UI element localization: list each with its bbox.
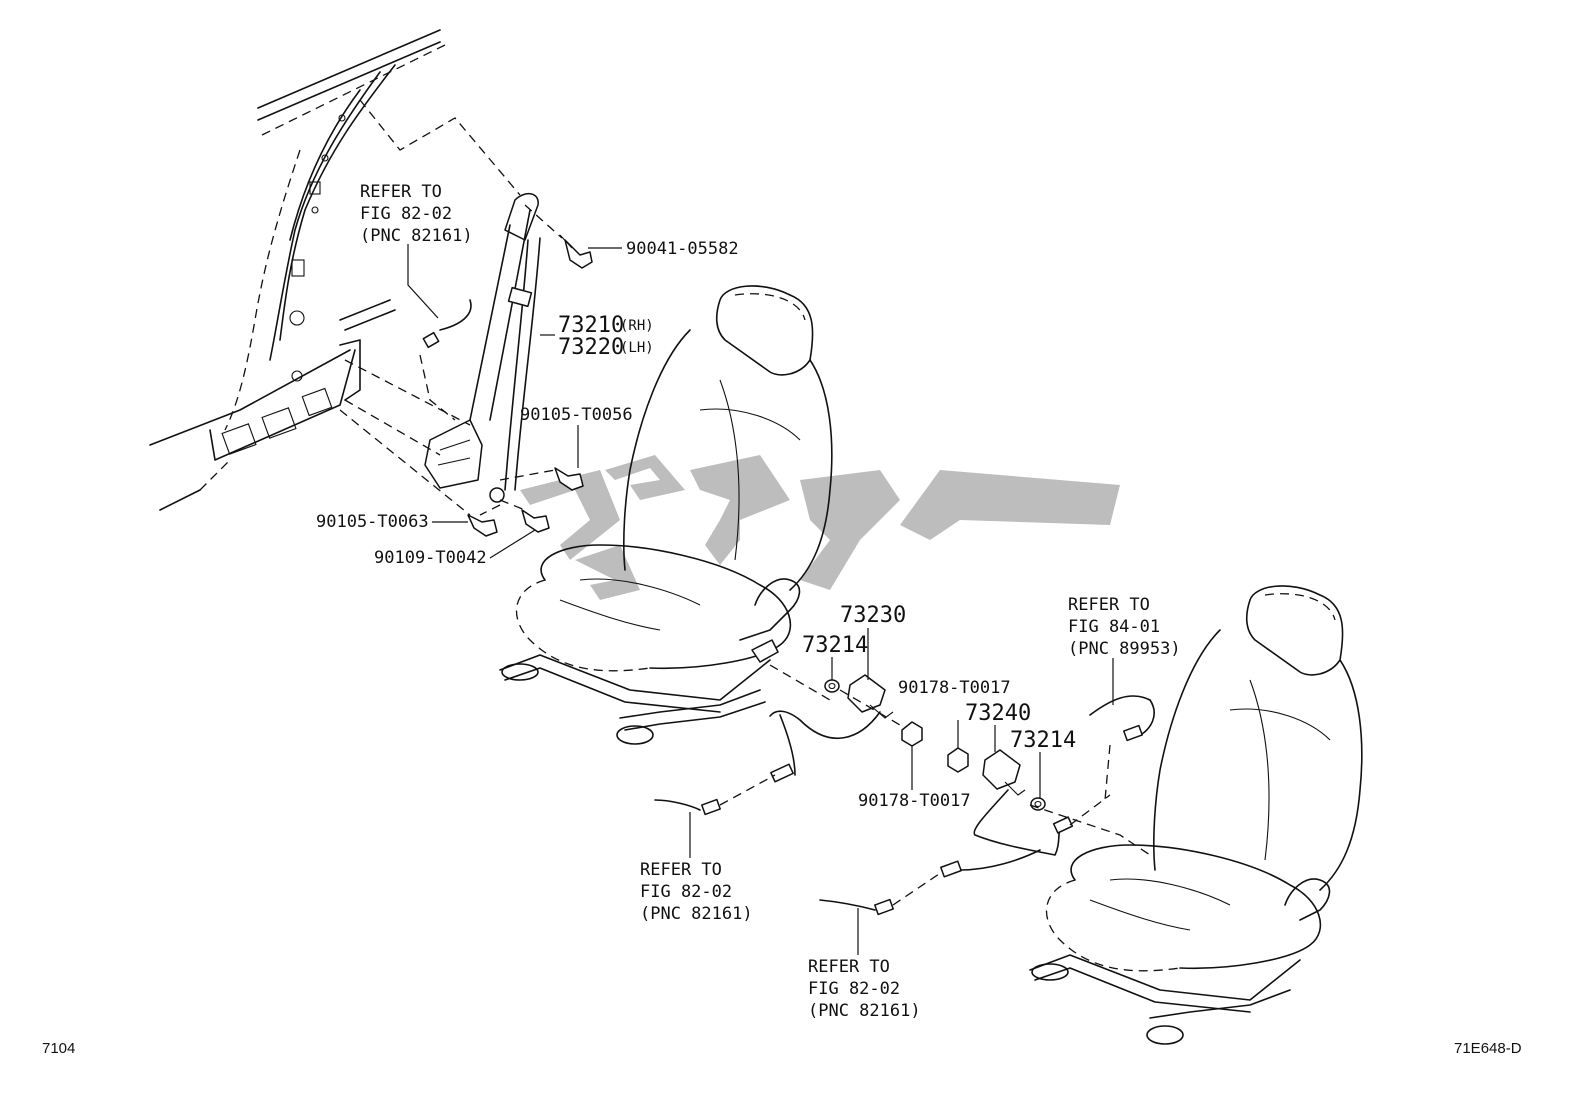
ref-note-top-left[interactable]: REFER TO FIG 82-02 (PNC 82161) <box>360 182 473 246</box>
leader-lines <box>407 244 1114 955</box>
figure-code: 71E648-D <box>1454 1040 1522 1057</box>
watermark-logo <box>520 455 1120 600</box>
ref-line: FIG 84-01 <box>1068 617 1160 637</box>
shoulder-belt-assembly <box>424 193 541 503</box>
ref-line: REFER TO <box>640 860 722 880</box>
ref-line: FIG 82-02 <box>360 204 452 224</box>
ref-line: REFER TO <box>808 957 890 977</box>
ref-line: REFER TO <box>360 182 442 202</box>
ref-line: REFER TO <box>1068 595 1150 615</box>
ref-note-right[interactable]: REFER TO FIG 84-01 (PNC 89953) <box>1068 595 1181 659</box>
explode-lines <box>339 99 1151 856</box>
label-belt-lh: (LH) <box>620 340 654 356</box>
label-bolt-90109-T0042[interactable]: 90109-T0042 <box>374 548 487 568</box>
ref-line: (PNC 89953) <box>1068 639 1181 659</box>
front-seat <box>499 285 833 745</box>
fasteners <box>467 234 1046 811</box>
label-bolt-90105-T0063[interactable]: 90105-T0063 <box>316 512 429 532</box>
label-buckle-73230[interactable]: 73230 <box>840 603 906 628</box>
label-belt-73220[interactable]: 73220 <box>558 335 624 360</box>
ref-line: FIG 82-02 <box>808 979 900 999</box>
label-belt-rh: (RH) <box>620 318 654 334</box>
b-pillar-body <box>149 29 446 511</box>
ref-note-bottom-mid[interactable]: REFER TO FIG 82-02 (PNC 82161) <box>640 860 753 924</box>
part-labels: 90041-05582 73210 (RH) 73220 (LH) 90105-… <box>316 239 1076 811</box>
label-bolt-90105-T0056[interactable]: 90105-T0056 <box>520 405 633 425</box>
label-belt-73210[interactable]: 73210 <box>558 313 624 338</box>
ref-line: (PNC 82161) <box>808 1001 921 1021</box>
rear-seat <box>1029 585 1363 1045</box>
label-buckle-73240[interactable]: 73240 <box>965 701 1031 726</box>
label-nut-90178-T0017-a[interactable]: 90178-T0017 <box>898 678 1011 698</box>
label-bolt-90041-05582[interactable]: 90041-05582 <box>626 239 739 259</box>
ref-line: (PNC 82161) <box>640 904 753 924</box>
label-washer-73214-a[interactable]: 73214 <box>802 633 868 658</box>
page-code: 7104 <box>42 1040 75 1057</box>
label-nut-90178-T0017-b[interactable]: 90178-T0017 <box>858 791 971 811</box>
ref-line: FIG 82-02 <box>640 882 732 902</box>
ref-note-bottom-low[interactable]: REFER TO FIG 82-02 (PNC 82161) <box>808 957 921 1021</box>
ref-line: (PNC 82161) <box>360 226 473 246</box>
buckles-harnesses <box>422 299 1155 916</box>
label-washer-73214-b[interactable]: 73214 <box>1010 728 1076 753</box>
